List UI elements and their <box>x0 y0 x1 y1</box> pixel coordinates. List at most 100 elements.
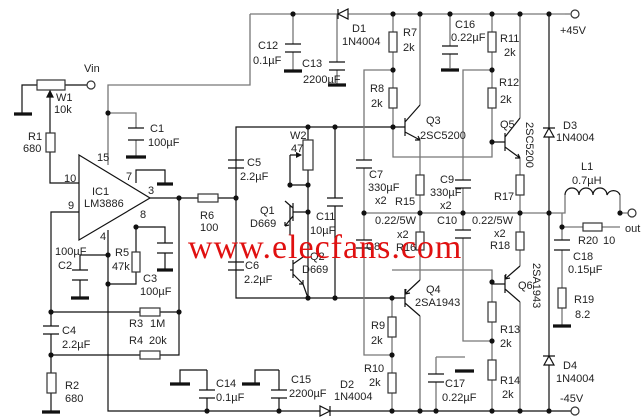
ic1-part: LM3886 <box>84 198 124 210</box>
q3-part: 2SC5200 <box>420 130 466 142</box>
c1-value: 100µF <box>148 137 180 149</box>
q4-ref: Q4 <box>426 284 441 296</box>
c6-capacitor <box>228 261 244 271</box>
vin-label: Vin <box>84 63 100 75</box>
d4-value: 1N4004 <box>556 373 595 385</box>
d3-value: 1N4004 <box>556 132 595 144</box>
r20-ref: R20 <box>578 235 598 247</box>
r8-ref: R8 <box>370 83 384 95</box>
ic1-ref: IC1 <box>92 186 109 198</box>
c1-capacitor <box>128 127 144 141</box>
r14-resistor <box>487 359 497 381</box>
r13-value: 2k <box>500 338 512 350</box>
r2-value: 680 <box>65 393 83 405</box>
r17-18-value: 0.22/5W <box>472 215 514 227</box>
r13-resistor <box>487 301 497 323</box>
r7-value: 2k <box>403 42 415 54</box>
c6-ref: C6 <box>245 260 259 272</box>
c15-capacitor <box>271 389 287 399</box>
c4-value: 2.2µF <box>62 339 91 351</box>
c7-ref: C7 <box>369 169 383 181</box>
c8-ref: C8 <box>366 241 380 253</box>
c2-value: 100µF <box>55 246 87 258</box>
q5-transistor <box>492 117 521 159</box>
c3-value: 100µF <box>140 286 172 298</box>
w2-value: 47 <box>291 143 303 155</box>
c18-ref: C18 <box>573 251 593 263</box>
q3-ref: Q3 <box>426 115 441 127</box>
r3-ref: R3 <box>129 318 143 330</box>
c3-ref: C3 <box>143 273 157 285</box>
out-terminal[interactable] <box>627 208 637 218</box>
q6-transistor <box>492 265 521 303</box>
c12-capacitor <box>285 43 301 53</box>
ic1-pin15: 15 <box>97 152 109 164</box>
r15-resistor <box>415 174 425 196</box>
d4-ref: D4 <box>563 360 577 372</box>
c10-ref: C10 <box>437 215 457 227</box>
c16-value: 0.22µF <box>451 32 486 44</box>
ground-symbols <box>14 68 571 414</box>
c13-ref: C13 <box>302 58 322 70</box>
c3-capacitor <box>157 242 173 254</box>
r6-ref: R6 <box>200 210 214 222</box>
r15-16-value: 0.22/5W <box>375 215 417 227</box>
c17-value: 0.22µF <box>442 392 477 404</box>
r11-ref: R11 <box>500 33 519 45</box>
ic1-pin3: 3 <box>148 185 154 197</box>
r1-resistor <box>45 132 56 153</box>
c11-ref: C11 <box>316 211 335 223</box>
c9-value: 330µF <box>430 187 462 199</box>
r4-resistor <box>139 350 161 360</box>
ic1-pin4: 4 <box>100 231 106 243</box>
r14-value: 2k <box>502 389 514 401</box>
c5-capacitor <box>228 159 244 169</box>
r3-value: 1M <box>150 318 165 330</box>
vin-terminal[interactable] <box>86 80 96 90</box>
r8-value: 2k <box>371 98 383 110</box>
d2-ref: D2 <box>340 379 354 391</box>
c2-capacitor <box>72 269 88 281</box>
c18-value: 0.15µF <box>568 264 603 276</box>
vpos-label: +45V <box>560 25 587 37</box>
r11-value: 2k <box>504 47 516 59</box>
diodes <box>319 8 556 417</box>
r13-ref: R13 <box>500 324 520 336</box>
q6-part: 2SA1943 <box>530 263 542 308</box>
r19-resistor <box>557 287 567 309</box>
c8-capacitor <box>356 239 372 249</box>
r6-resistor <box>197 193 219 203</box>
c9-mult: x2 <box>440 200 452 212</box>
c16-capacitor <box>442 45 458 55</box>
out-label: out <box>625 223 640 235</box>
c5-value: 2.2µF <box>240 171 269 183</box>
d3-ref: D3 <box>563 120 577 132</box>
d1-ref: D1 <box>352 23 366 35</box>
c11-value: 10µF <box>310 225 336 237</box>
ic1-pin8: 8 <box>140 209 146 221</box>
c2-ref: C2 <box>58 260 72 272</box>
ic1-pin10: 10 <box>64 173 76 185</box>
d2-diode <box>319 405 332 417</box>
q2-part: D669 <box>302 264 328 276</box>
l1-value: 0.7µH <box>572 175 602 187</box>
r7-ref: R7 <box>403 27 417 39</box>
c13-capacitor <box>329 61 345 71</box>
vneg-terminal[interactable] <box>570 406 580 416</box>
r1-value: 680 <box>23 143 41 155</box>
q4-part: 2SA1943 <box>415 297 460 309</box>
c7-value: 330µF <box>368 182 400 194</box>
r18-resistor <box>515 231 525 251</box>
c11-capacitor <box>327 197 343 207</box>
c15-value: 2200µF <box>289 388 327 400</box>
r14-ref: R14 <box>500 375 520 387</box>
q3-transistor <box>393 104 421 141</box>
c7-capacitor <box>356 159 372 169</box>
r2-resistor <box>46 372 57 394</box>
vpos-terminal[interactable] <box>570 9 580 19</box>
c15-ref: C15 <box>291 374 311 386</box>
r11-resistor <box>487 31 497 53</box>
w1-value: 10k <box>54 104 72 116</box>
r4-value: 20k <box>149 335 167 347</box>
